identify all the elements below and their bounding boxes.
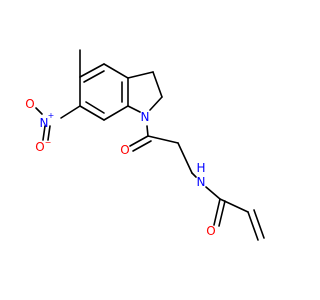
bond-nitro-o-top (35, 107, 43, 115)
bond-five-4 (127, 105, 141, 113)
bond-carbonyl-o1-2 (132, 140, 152, 152)
atom-nitro-o-top: O (25, 97, 34, 111)
structure-svg: N + O O − N O N H O (25, 49, 265, 241)
atom-nitro-n: N (40, 116, 49, 130)
bond-carbonyl-o1-1 (129, 135, 149, 147)
bond-ring-5-inner (85, 101, 105, 114)
atom-nitro-o-bottom: O (35, 140, 44, 154)
bonds (35, 49, 265, 241)
bond-chain-1 (177, 142, 193, 174)
bond-nitro-o-bottom-1 (42, 125, 46, 141)
bond-ring-2 (103, 63, 129, 79)
bond-vinyl-2-inner (253, 209, 265, 239)
bond-carbonyl-chain (147, 135, 179, 144)
bond-nitro-o-bottom-2 (47, 125, 51, 141)
bond-amide-n (205, 186, 221, 200)
atom-amide-h: H (196, 161, 205, 175)
bond-amide-o-2 (218, 200, 226, 227)
bond-ring-1-inner (83, 70, 105, 83)
atom-nitro-n-charge: + (48, 111, 55, 120)
bond-vinyl-1 (219, 198, 249, 213)
bond-ring-1 (79, 63, 105, 78)
bond-chain-2 (191, 172, 197, 178)
bond-vinyl-2 (247, 211, 259, 241)
atom-carbonyl-o2: O (206, 224, 215, 238)
bond-five-2 (152, 71, 163, 98)
atom-labels: N + O O − N O N H O (25, 97, 215, 238)
bond-five-1 (127, 71, 154, 79)
atom-nitro-o-charge: − (45, 138, 52, 147)
bond-five-3 (149, 96, 163, 111)
bond-ring-4 (103, 105, 129, 121)
atom-carbonyl-o1: O (120, 143, 129, 157)
bond-amide-o-1 (213, 198, 221, 226)
bond-nitro (60, 105, 81, 119)
molecule-diagram: N + O O − N O N H O (25, 49, 265, 241)
bond-n-carbonyl (146, 125, 149, 137)
atom-amide-n: N (197, 175, 206, 189)
bond-ring-5 (79, 105, 105, 121)
atom-ring-n: N (141, 110, 150, 124)
